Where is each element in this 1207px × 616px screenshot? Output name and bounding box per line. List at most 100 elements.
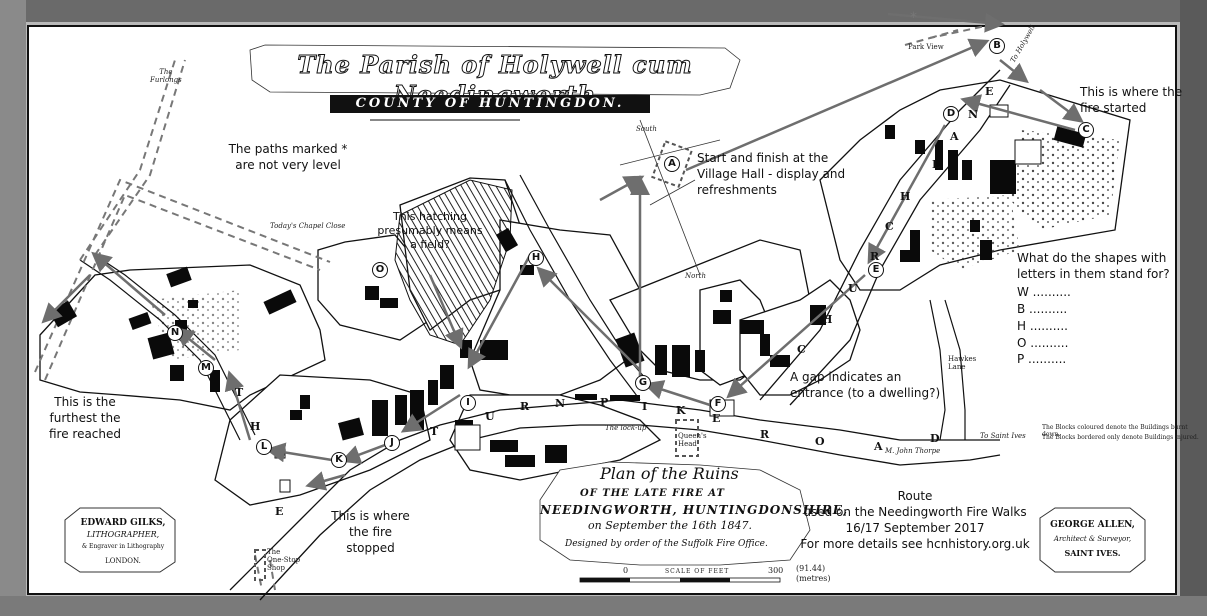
route-marker-b: B	[989, 38, 1005, 54]
road-letter-turnpike-3: N	[555, 397, 566, 410]
road-letter-road-0: R	[760, 428, 770, 441]
road-letter-lane-3: E	[985, 85, 994, 98]
route-marker-h: H	[528, 250, 544, 266]
scale-metres: (91.44) (metres)	[796, 564, 831, 583]
road-letter-turnpike-0: T	[430, 425, 439, 438]
route-marker-g: G	[635, 375, 651, 391]
road-letter-turnpike-1: U	[485, 410, 495, 423]
route-marker-n: N	[167, 325, 183, 341]
title-banner	[249, 44, 741, 96]
plan-title-line1: Plan of the Ruins	[600, 464, 739, 483]
road-letter-lane-2: N	[968, 108, 979, 121]
route-marker-i: I	[460, 395, 476, 411]
note-paths-not-level: The paths marked * are not very level	[228, 142, 348, 172]
route-marker-c: C	[1078, 122, 1094, 138]
footpaths	[34, 24, 991, 591]
shape-letter-h: H ..........	[1017, 319, 1068, 333]
route-marker-f: F	[710, 396, 726, 412]
label-lock-up: The lock-up	[605, 424, 647, 432]
road-letter-church-4: C	[885, 220, 894, 233]
route-marker-a: A	[664, 156, 680, 172]
hatched-field	[394, 179, 513, 346]
route-marker-l: L	[256, 439, 272, 455]
road-letter-church-3: R	[870, 250, 880, 263]
shape-letter-w: W ..........	[1017, 285, 1071, 299]
surveyor-role: Architect & Surveyor,	[1053, 535, 1132, 543]
note-gap: A gap indicates an entrance (to a dwelli…	[790, 370, 941, 400]
label-hawkes-lane: Hawkes Lane	[948, 355, 977, 371]
compass	[619, 119, 721, 276]
injured-buildings	[274, 104, 1042, 493]
label-mr-john-thorpe: M. John Thorpe	[885, 447, 941, 455]
route-marker-e: E	[868, 262, 884, 278]
burnt-buildings	[48, 125, 1087, 467]
road-letter-turnpike-5: I	[642, 400, 648, 413]
legend-note-injured: The Blocks bordered only denote Building…	[1042, 434, 1199, 441]
label-queens-head: Queen's Head	[678, 432, 707, 448]
label-furlongs: The Furlongs	[150, 68, 182, 84]
road-letter-the-0: T	[235, 386, 244, 399]
lithographer-address: & Engraver in Lithography	[81, 543, 165, 550]
shape-letter-o: O ..........	[1017, 336, 1069, 350]
note-shapes-question: What do the shapes with letters in them …	[1017, 251, 1170, 281]
surveyor-city: SAINT IVES.	[1064, 548, 1121, 558]
scale-zero: 0	[623, 566, 629, 575]
scale-bar	[579, 577, 781, 583]
plan-title-line4: on September the 16th 1847.	[588, 519, 752, 532]
route-marker-o: O	[372, 262, 388, 278]
road-letter-lane-0: L	[932, 158, 940, 171]
scale-label: SCALE OF FEET	[665, 568, 730, 575]
lithographer-role: LITHOGRAPHER,	[86, 530, 160, 539]
gilks-cartouche	[64, 507, 176, 573]
lithographer-city: LONDON.	[105, 557, 141, 565]
county-title: COUNTY OF HUNTINGDON.	[330, 95, 650, 113]
note-fire-started: This is where the fire started	[1080, 85, 1183, 115]
road-letter-road-1: O	[815, 435, 825, 448]
note-hatching: This hatching presumably means a field?	[377, 210, 483, 251]
road-letter-the-2: E	[275, 505, 284, 518]
road-letter-road-3: D	[930, 432, 940, 445]
road-letter-road-2: A	[874, 440, 883, 453]
plan-cartouche	[539, 461, 811, 566]
road-letter-turnpike-6: K	[676, 404, 686, 417]
route-arrows	[41, 12, 1084, 491]
road-letter-turnpike-7: E	[712, 412, 721, 425]
label-asterisk: *	[910, 10, 917, 26]
village-hall-box	[651, 140, 693, 188]
allen-cartouche	[1039, 507, 1146, 573]
shape-letter-b: B ..........	[1017, 302, 1068, 316]
route-marker-k: K	[331, 452, 347, 468]
road-letter-church-1: H	[822, 313, 833, 326]
note-stopped: This is where the fire stopped	[331, 509, 410, 555]
road-letter-the-1: H	[250, 420, 261, 433]
plan-title-line5: Designed by order of the Suffolk Fire Of…	[565, 539, 768, 549]
label-south: South	[636, 125, 657, 133]
label-one-stop: The One-Stop Shop	[267, 548, 301, 572]
note-furthest: This is the furthest the fire reached	[48, 395, 122, 441]
route-marker-j: J	[384, 435, 400, 451]
label-to-saint-ives: To Saint Ives	[980, 432, 1026, 440]
road-letter-church-0: C	[797, 343, 806, 356]
queens-head-box	[675, 419, 699, 457]
note-route: Route used on the Needingworth Fire Walk…	[800, 489, 1030, 551]
scale-max: 300	[768, 566, 784, 575]
label-park-view: Park View	[908, 43, 944, 51]
road-letter-church-5: H	[900, 190, 911, 203]
route-marker-m: M	[198, 360, 214, 376]
lithographer-name: EDWARD GILKS,	[80, 518, 166, 528]
surveyor-name: GEORGE ALLEN,	[1050, 520, 1135, 530]
note-start-finish: Start and finish at the Village Hall - d…	[697, 151, 846, 197]
plan-title-line2: OF THE LATE FIRE AT	[580, 488, 725, 499]
shape-letter-p: P ..........	[1017, 352, 1067, 366]
route-marker-d: D	[943, 106, 959, 122]
legend-note-burnt: The Blocks coloured denote the Buildings…	[1042, 424, 1188, 438]
label-north: North	[685, 272, 707, 280]
road-letter-lane-1: A	[950, 130, 959, 143]
one-stop-box	[254, 549, 266, 581]
road-letter-turnpike-2: R	[520, 400, 530, 413]
label-chapel-close: Today's Chapel Close	[270, 222, 346, 230]
plan-title-line3: NEEDINGWORTH, HUNTINGDONSHIRE,	[540, 503, 849, 517]
road-letter-turnpike-4: P	[600, 396, 609, 409]
